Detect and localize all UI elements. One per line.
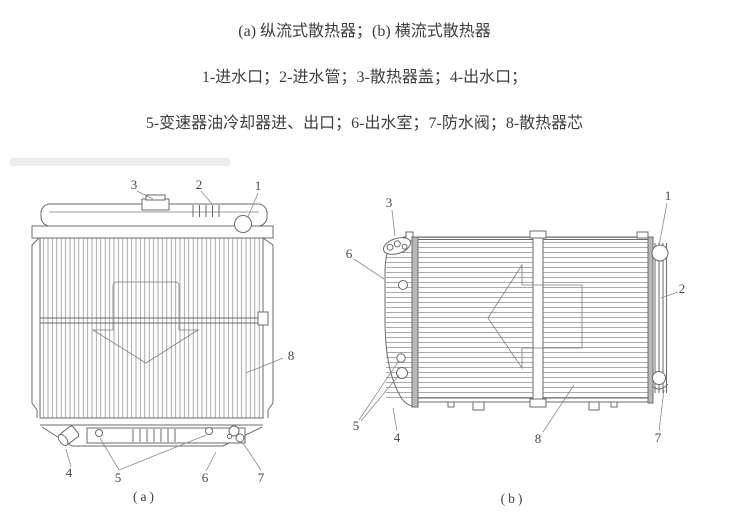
part-label-4: 4 bbox=[394, 430, 401, 445]
right-side-bracket bbox=[262, 237, 274, 418]
scan-smudge-artifact bbox=[10, 158, 230, 166]
mount-tab bbox=[472, 401, 485, 411]
radiator-a-core bbox=[39, 237, 269, 419]
radiator-a-top-tank bbox=[31, 194, 274, 239]
part-label-6: 6 bbox=[346, 246, 353, 261]
radiator-b-drawing: 3 1 6 2 5 4 8 7 (b) bbox=[346, 188, 686, 506]
mount-tab bbox=[447, 401, 455, 408]
radiator-a-drawing: 3 2 1 8 4 5 6 7 (a) bbox=[31, 177, 295, 504]
subfigure-a-caption: (a) bbox=[133, 489, 157, 504]
center-divider bbox=[529, 230, 547, 408]
part-label-5: 5 bbox=[115, 470, 122, 485]
water-outlet-pipe bbox=[57, 425, 80, 446]
part-label-2: 2 bbox=[196, 177, 203, 192]
part-label-1: 1 bbox=[255, 178, 262, 193]
part-label-2: 2 bbox=[679, 281, 686, 296]
oil-cooler-port bbox=[398, 280, 408, 290]
part-label-3: 3 bbox=[386, 195, 393, 210]
radiator-b-core bbox=[417, 231, 649, 411]
part-label-8: 8 bbox=[535, 431, 542, 446]
part-label-7: 7 bbox=[258, 470, 265, 485]
legend-line-1: 1-进水口；2-进水管；3-散热器盖；4-出水口； bbox=[201, 69, 528, 86]
figure-subtitle-line: (a) 纵流式散热器；(b) 横流式散热器 bbox=[238, 23, 491, 40]
left-flow-arrow bbox=[487, 263, 583, 370]
filler-cap bbox=[382, 237, 412, 255]
drain-valve bbox=[652, 371, 666, 385]
part-label-6: 6 bbox=[202, 470, 209, 485]
mount-tab bbox=[588, 401, 600, 411]
side-notch bbox=[257, 311, 269, 326]
tank-core-joint bbox=[411, 236, 419, 408]
corner-bracket bbox=[636, 231, 649, 239]
left-side-bracket bbox=[31, 237, 40, 418]
part-label-3: 3 bbox=[131, 177, 138, 192]
mount-tab bbox=[610, 401, 618, 408]
part-label-7: 7 bbox=[655, 430, 662, 445]
oil-cooler-port bbox=[396, 367, 408, 379]
filler-cap bbox=[141, 194, 170, 211]
radiator-a-bottom-tank bbox=[40, 424, 263, 447]
leader-lines bbox=[353, 202, 679, 433]
inlet-pipe-grille bbox=[192, 205, 220, 217]
water-inlet-port bbox=[651, 244, 669, 262]
leader-lines bbox=[65, 190, 284, 472]
part-label-4: 4 bbox=[66, 465, 73, 480]
oil-cooler-port bbox=[396, 353, 406, 363]
bottom-grille bbox=[132, 429, 176, 442]
part-label-8: 8 bbox=[288, 348, 295, 363]
part-label-5: 5 bbox=[353, 418, 360, 433]
subfigure-b-caption: (b) bbox=[501, 491, 526, 506]
part-label-1: 1 bbox=[665, 188, 672, 203]
inlet-side-tank bbox=[647, 236, 669, 404]
water-inlet-port bbox=[234, 215, 252, 233]
down-flow-arrow bbox=[91, 281, 200, 364]
tank-core-joint bbox=[647, 236, 654, 404]
drain-valve bbox=[226, 425, 245, 443]
oil-cooler-port bbox=[95, 429, 103, 437]
legend-line-2: 5-变速器油冷却器进、出口；6-出水室；7-防水阀；8-散热器芯 bbox=[145, 115, 584, 132]
outlet-water-chamber bbox=[382, 231, 419, 408]
oil-cooler-port bbox=[205, 427, 213, 435]
